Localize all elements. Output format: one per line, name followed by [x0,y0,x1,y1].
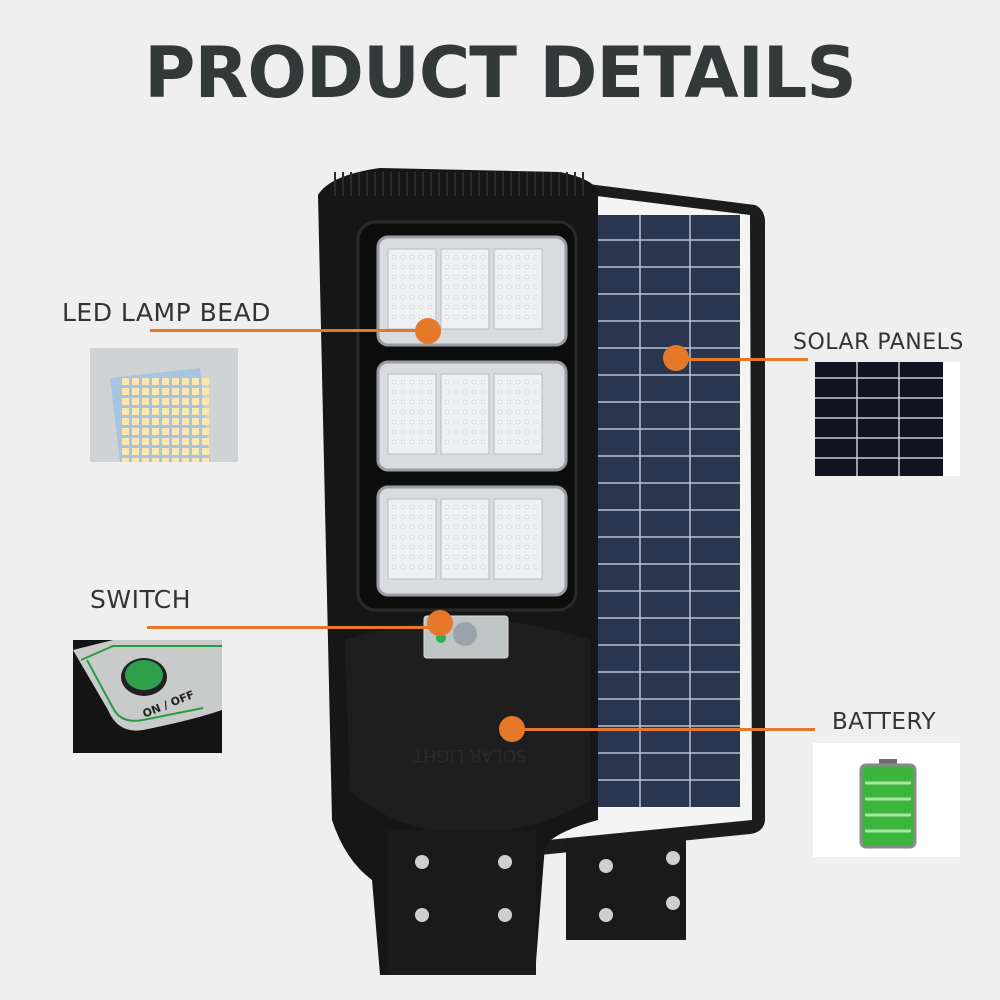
led-callout-line [150,329,428,332]
battery-icon [859,759,917,849]
led-callout-dot [415,318,441,344]
solar-panels-label: SOLAR PANELS [793,330,964,355]
switch-closeup-image: ON / OFF [73,640,222,753]
lamp-embossing: SOLAR LIGHT [413,745,527,765]
switch-callout-dot [427,610,453,636]
switch-callout-line [147,626,440,629]
battery-callout-dot [499,716,525,742]
solar-closeup-image [815,362,960,476]
led-closeup-image [90,348,238,462]
battery-closeup-image [813,743,960,857]
battery-callout-line [512,728,815,731]
solar-callout-line [676,358,808,361]
solar-callout-dot [663,345,689,371]
page-title: PRODUCT DETAILS [144,32,857,114]
led-panels [376,235,568,597]
led-lamp-bead-label: LED LAMP BEAD [62,298,271,327]
battery-label: BATTERY [832,709,937,735]
switch-label: SWITCH [90,585,192,614]
